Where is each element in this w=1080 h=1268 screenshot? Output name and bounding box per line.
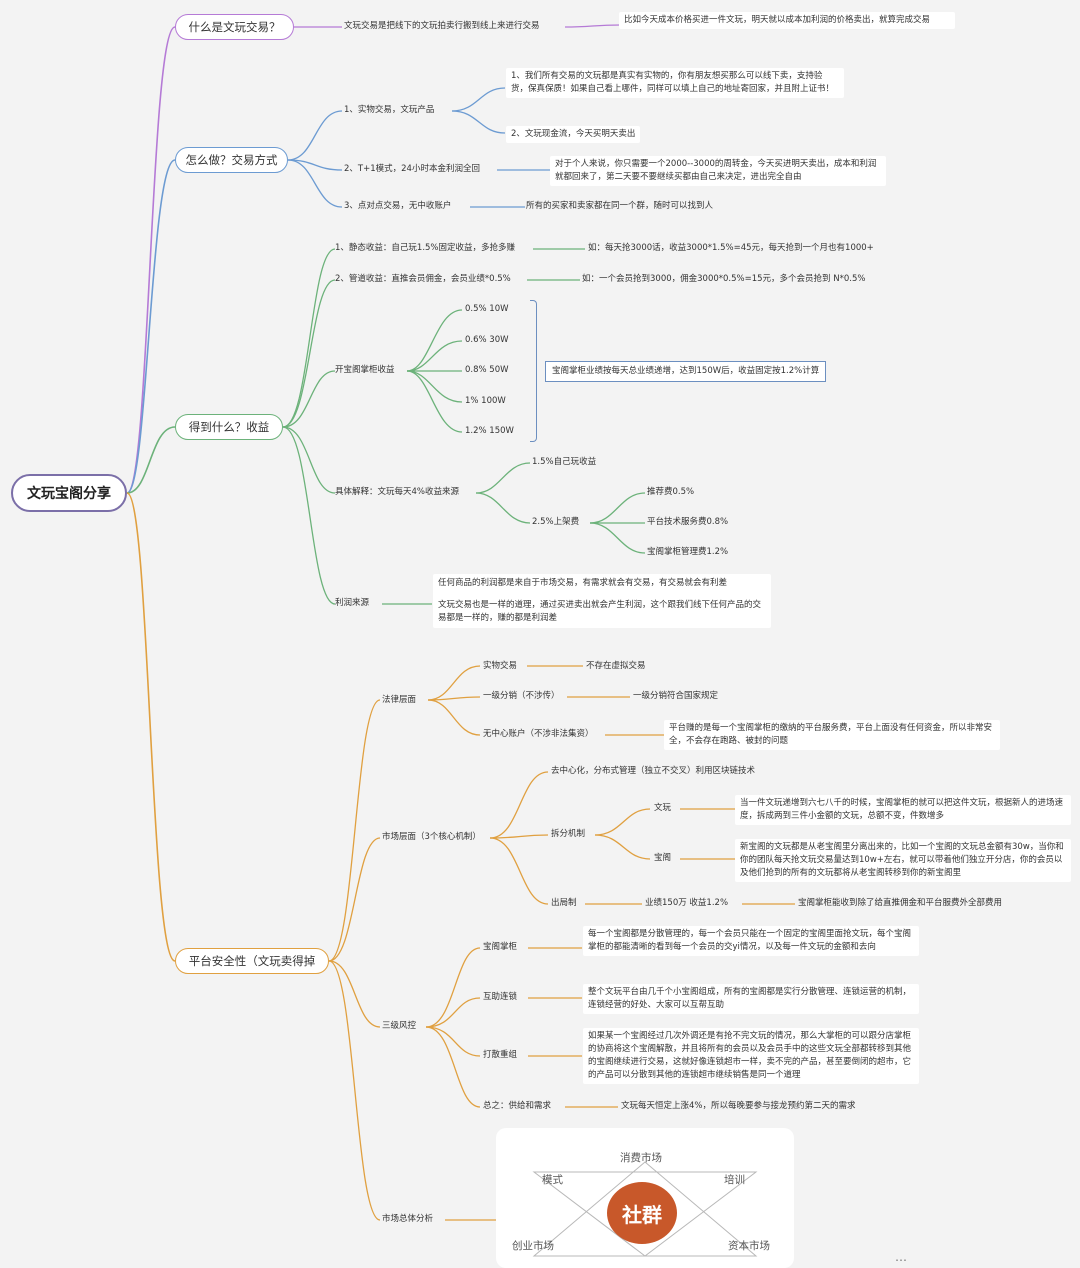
profit-text-line1: 任何商品的利润都是来自于市场交易，有需求就会有交易，有交易就会有利差	[438, 578, 728, 588]
how-item-physical[interactable]: 1、实物交易，文玩产品	[344, 105, 435, 115]
legal-item-key[interactable]: 无中心账户（不涉非法集资）	[483, 729, 594, 739]
branch-platform-safety[interactable]: 平台安全性（文玩卖得掉	[175, 948, 329, 974]
legal-item-value[interactable]: 不存在虚拟交易	[586, 661, 646, 671]
what-definition[interactable]: 文玩交易是把线下的文玩拍卖行搬到线上来进行交易	[344, 21, 540, 31]
safety-market[interactable]: 市场层面（3个核心机制）	[382, 832, 481, 842]
risk-item-value[interactable]: 整个文玩平台由几千个小宝阁组成，所有的宝阁都是实行分散管理、连锁运营的机制，连锁…	[583, 984, 919, 1014]
split-bao-text[interactable]: 新宝阁的文玩都是从老宝阁里分离出来的，比如一个宝阁的文玩总金额有30w，当你和你…	[735, 839, 1071, 882]
risk-item-value[interactable]: 每一个宝阁都是分散管理的，每一个会员只能在一个固定的宝阁里面抢文玩，每个宝阁掌柜…	[583, 926, 919, 956]
market-out-terms[interactable]: 业绩150万 收益1.2%	[645, 898, 729, 908]
safety-risk[interactable]: 三级风控	[382, 1021, 417, 1031]
risk-item-value[interactable]: 文玩每天恒定上涨4%，所以每晚要参与接龙预约第二天的需求	[621, 1101, 856, 1111]
gain-explain[interactable]: 具体解释：文玩每天4%收益来源	[335, 487, 459, 497]
gain-tier[interactable]: 0.8% 50W	[465, 365, 509, 375]
gain-pipeline[interactable]: 2、管道收益：直推会员佣金，会员业绩*0.5%	[335, 274, 511, 284]
watermark: …	[895, 1250, 907, 1264]
market-out[interactable]: 出局制	[551, 898, 577, 908]
root-topic[interactable]: 文玩宝阁分享	[11, 474, 127, 512]
star-top: 消费市场	[620, 1152, 662, 1164]
gain-fee[interactable]: 平台技术服务费0.8%	[647, 517, 729, 527]
market-split[interactable]: 拆分机制	[551, 829, 586, 839]
star-bottom-left: 创业市场	[512, 1240, 554, 1252]
gain-profit-text[interactable]: 任何商品的利润都是来自于市场交易，有需求就会有交易，有交易就会有利差 文玩交易也…	[433, 574, 771, 628]
gain-counter[interactable]: 开宝阁掌柜收益	[335, 365, 395, 375]
how-item-cashflow[interactable]: 2、文玩现金流，今天买明天卖出	[506, 126, 641, 143]
branch-how-to-trade[interactable]: 怎么做？交易方式	[175, 147, 288, 173]
split-wen[interactable]: 文玩	[654, 803, 672, 813]
how-item-p2p-detail[interactable]: 所有的买家和卖家都在同一个群，随时可以找到人	[526, 201, 714, 211]
safety-overview[interactable]: 市场总体分析	[382, 1214, 434, 1224]
market-out-text[interactable]: 宝阁掌柜能收到除了给直推佣金和平台服费外全部费用	[798, 898, 1003, 908]
branch-earnings[interactable]: 得到什么？收益	[175, 414, 283, 440]
how-item-physical-detail[interactable]: 1、我们所有交易的文玩都是真实有实物的，你有朋友想买那么可以线下卖，支持验货，保…	[506, 68, 844, 98]
legal-item-value[interactable]: 平台赚的是每一个宝阁掌柜的缴纳的平台服务费，平台上面没有任何资金，所以非常安全，…	[664, 720, 1000, 750]
gain-fee[interactable]: 推荐费0.5%	[647, 487, 695, 497]
gain-static[interactable]: 1、静态收益：自己玩1.5%固定收益，多抢多赚	[335, 243, 516, 253]
gain-tier[interactable]: 1.2% 150W	[465, 426, 514, 436]
gain-explain-self[interactable]: 1.5%自己玩收益	[532, 457, 597, 467]
gain-profit-source[interactable]: 利润来源	[335, 598, 370, 608]
how-item-t1[interactable]: 2、T+1模式，24小时本金利润全回	[344, 164, 480, 174]
legal-item-key[interactable]: 实物交易	[483, 661, 518, 671]
star-bottom-right: 资本市场	[728, 1240, 770, 1252]
split-bao[interactable]: 宝阁	[654, 853, 672, 863]
profit-text-line2: 文玩交易也是一样的道理，通过买进卖出就会产生利润，这个跟我们线下任何产品的交易都…	[438, 600, 762, 623]
risk-item-key[interactable]: 打散重组	[483, 1050, 518, 1060]
how-item-p2p[interactable]: 3、点对点交易，无中收账户	[344, 201, 452, 211]
market-decentral[interactable]: 去中心化，分布式管理（独立不交叉）利用区块链技术	[551, 766, 756, 776]
star-right: 培训	[724, 1174, 745, 1186]
safety-legal[interactable]: 法律层面	[382, 695, 417, 705]
star-diagram	[532, 1161, 758, 1257]
legal-item-value[interactable]: 一级分销符合国家规定	[633, 691, 719, 701]
star-center: 社群	[607, 1182, 677, 1244]
what-example[interactable]: 比如今天成本价格买进一件文玩，明天就以成本加利润的价格卖出，就算完成交易	[619, 12, 955, 29]
gain-tier[interactable]: 1% 100W	[465, 396, 506, 406]
branch-what-is-trade[interactable]: 什么是文玩交易？	[175, 14, 294, 40]
risk-item-value[interactable]: 如果某一个宝阁经过几次外调还是有抢不完文玩的情况，那么大掌柜的可以跟分店掌柜的协…	[583, 1028, 919, 1084]
gain-explain-listing-fee[interactable]: 2.5%上架费	[532, 517, 580, 527]
risk-item-key[interactable]: 宝阁掌柜	[483, 942, 518, 952]
gain-fee[interactable]: 宝阁掌柜管理费1.2%	[647, 547, 729, 557]
tiers-bracket	[530, 300, 537, 442]
gain-tier[interactable]: 0.5% 10W	[465, 304, 509, 314]
star-left: 模式	[542, 1174, 563, 1186]
gain-static-example[interactable]: 如：每天抢3000话，收益3000*1.5%=45元，每天抢到一个月也有1000…	[588, 243, 874, 253]
split-wen-text[interactable]: 当一件文玩递增到六七八千的时候，宝阁掌柜的就可以把这件文玩，根据新人的进场速度，…	[735, 795, 1071, 825]
gain-pipeline-example[interactable]: 如：一个会员抢到3000，佣金3000*0.5%=15元，多个会员抢到 N*0.…	[582, 274, 866, 284]
how-item-t1-detail[interactable]: 对于个人来说，你只需要一个2000--3000的周转金，今天买进明天卖出，成本和…	[550, 156, 886, 186]
risk-item-key[interactable]: 总之：供给和需求	[483, 1101, 552, 1111]
risk-item-key[interactable]: 互助连锁	[483, 992, 518, 1002]
legal-item-key[interactable]: 一级分销（不涉传）	[483, 691, 560, 701]
gain-tier[interactable]: 0.6% 30W	[465, 335, 509, 345]
gain-counter-note[interactable]: 宝阁掌柜业绩按每天总业绩递增，达到150W后，收益固定按1.2%计算	[545, 361, 827, 382]
